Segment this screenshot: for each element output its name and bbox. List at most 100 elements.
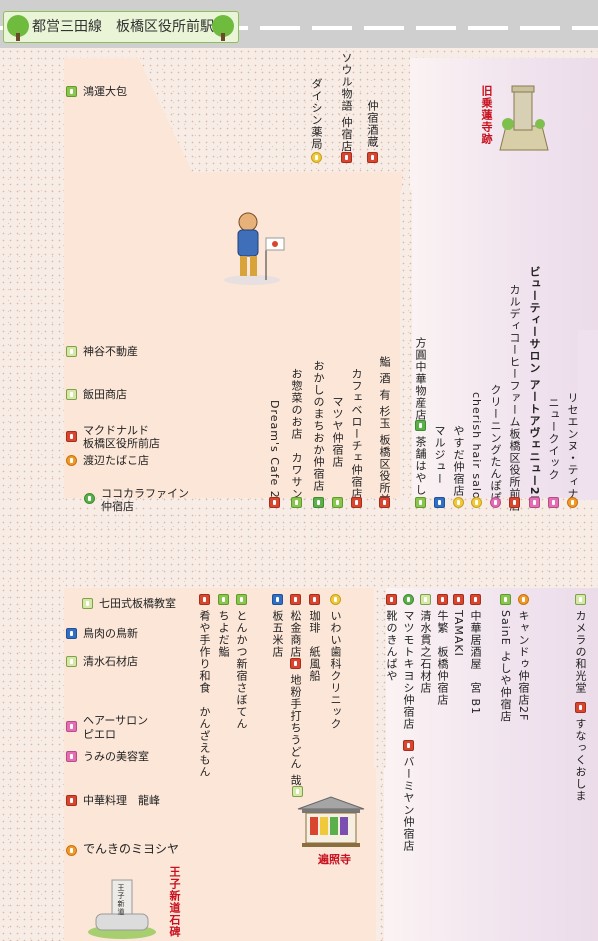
shop-snack[interactable]: すなっくおしま <box>574 718 587 802</box>
road-vertical-lower <box>374 588 386 768</box>
shop-icon-newquick <box>548 497 559 508</box>
shop-sushi[interactable]: 鮨 酒 有 杉玉 板橋区役所前 <box>378 356 391 506</box>
henshoji-label: 遍照寺 <box>318 853 351 866</box>
shop-icon-cocokara <box>84 493 95 504</box>
shop-icon-chiyoda <box>218 594 229 605</box>
shop-cocokara-line1[interactable]: ココカラファイン <box>101 487 189 500</box>
shop-kouun[interactable]: 鴻運大包 <box>83 85 127 98</box>
shop-okashi[interactable]: おかしのまちおか仲宿店 <box>312 360 325 492</box>
shop-icon-gyuhan <box>437 594 448 605</box>
shop-icon-cleaning <box>490 497 501 508</box>
oji-stone-label: 王子新道石碑 <box>168 866 181 938</box>
shop-icon-snack <box>575 702 586 713</box>
shop-icon-osozai <box>291 497 302 508</box>
shop-gyuhan[interactable]: 牛繁 板橋仲宿店 <box>436 610 449 706</box>
shop-tonkatsu[interactable]: とんかつ新宿さぼてん <box>235 610 248 730</box>
shop-bamiyan[interactable]: バーミヤン仲宿店 <box>402 756 415 852</box>
shop-daishin[interactable]: ダイシン薬局 <box>310 78 323 150</box>
shop-icon-shimizu-stone <box>66 656 77 667</box>
shop-itago[interactable]: 板五米店 <box>271 610 284 658</box>
shop-icon-camera <box>575 594 586 605</box>
shop-marujyu[interactable]: マルジュー <box>433 425 446 485</box>
shop-icon-chuka-izakaya <box>470 594 481 605</box>
shop-icon-iwai <box>330 594 341 605</box>
shop-icon-chaho <box>415 497 426 508</box>
station-label-box: 都営三田線 板橋区役所前駅 <box>3 11 239 43</box>
shop-icon-dreams <box>269 497 280 508</box>
shop-icon-matsuya <box>332 497 343 508</box>
shop-icon-torinoya <box>66 628 77 639</box>
shop-chaho[interactable]: 茶舗はやし <box>414 436 427 496</box>
shop-icon-matsumoto <box>403 594 414 605</box>
shop-umino[interactable]: うみの美容室 <box>83 750 149 763</box>
shop-icon-watanabe <box>66 455 77 466</box>
shop-icon-houen <box>415 420 426 431</box>
shop-icon-iida <box>66 389 77 400</box>
shop-icon-miyoshiya <box>66 845 77 856</box>
shop-beauty[interactable]: ビューティーサロン アートアヴェニュー2F <box>528 266 541 504</box>
shop-icon-tamaki <box>453 594 464 605</box>
shop-houen[interactable]: 方圓中華物産店 <box>414 337 427 421</box>
shop-icon-umino <box>66 751 77 762</box>
block-far-right-upper <box>578 330 598 500</box>
shop-torinoya[interactable]: 鳥肉の鳥新 <box>83 627 138 640</box>
shop-tamaki[interactable]: TAMAKI <box>452 610 465 657</box>
shop-icon-yasuda <box>453 497 464 508</box>
shop-iwai[interactable]: いわい歯科クリニック <box>329 610 342 730</box>
shop-candou[interactable]: キャンドゥ仲宿店2F <box>517 610 530 722</box>
shop-cleaning[interactable]: クリーニングたんぽぽ <box>489 384 502 504</box>
shop-watanabe[interactable]: 渡辺たばこ店 <box>83 454 149 467</box>
shop-icon-cafe-veloce <box>351 497 362 508</box>
shop-matsukin[interactable]: 松金商店 <box>289 610 302 658</box>
shop-icon-tonkatsu <box>236 594 247 605</box>
shop-icon-bamiyan <box>403 740 414 751</box>
shop-shimizu-stone[interactable]: 清水石材店 <box>83 655 138 668</box>
block-lower-right <box>384 588 598 941</box>
shop-camera[interactable]: カメラの和光堂 <box>574 610 587 694</box>
shop-risee[interactable]: リセエンヌ・ティナ <box>566 392 579 500</box>
shop-icon-marujyu <box>434 497 445 508</box>
shop-nakajuku-sake[interactable]: 仲宿酒蔵 <box>366 100 379 148</box>
shop-chiyoda[interactable]: ちよだ鮨 <box>217 610 230 658</box>
road-vertical-upper <box>400 190 412 500</box>
shop-mcd-line2[interactable]: 板橋区役所前店 <box>83 437 160 450</box>
shop-shichida[interactable]: 七田式板橋教室 <box>99 597 176 610</box>
shop-icon-nakajuku-sake <box>367 152 378 163</box>
shop-kohi[interactable]: 珈琲 紙風船 <box>308 610 321 682</box>
shop-shimizu-kan[interactable]: 清水貫之石材店 <box>419 610 432 694</box>
shop-saine[interactable]: SainE よしや仲宿店 <box>499 610 512 723</box>
shop-icon-kaldi <box>509 497 520 508</box>
shop-osozai[interactable]: お惣菜のお店 カワサン <box>290 368 303 500</box>
shop-kaldi[interactable]: カルディコーヒーファーム板橋区役所前店 <box>508 284 521 512</box>
station-name: 都営三田線 板橋区役所前駅 <box>32 19 214 35</box>
shop-icon-daishin <box>311 152 322 163</box>
shop-icon-sushi <box>379 497 390 508</box>
shop-matsuya[interactable]: マツヤ仲宿店 <box>331 396 344 468</box>
shop-mcd-line1[interactable]: マクドナルド <box>83 424 149 437</box>
shop-dreams[interactable]: Dream's Cafe 2F <box>268 400 281 507</box>
block-upper-right <box>410 58 598 498</box>
shop-chuka-ryuho[interactable]: 中華料理 龍峰 <box>83 794 160 807</box>
shop-matsumoto[interactable]: マツモトキヨシ仲宿店 <box>402 610 415 730</box>
shop-cocokara-line2[interactable]: 仲宿店 <box>101 500 134 513</box>
shop-icon-sakana <box>199 594 210 605</box>
shop-jiko[interactable]: 地粉手打ちうどん 哉 <box>289 674 302 787</box>
shop-hair-pierrot-line2[interactable]: ピエロ <box>83 728 116 741</box>
shop-cherish[interactable]: cherish hair salon <box>470 392 483 508</box>
shop-sakana-tezukuri[interactable]: 肴や手作り和食 かんざえもん <box>198 610 211 778</box>
shop-yasuda[interactable]: やすだ仲宿店 <box>452 425 465 497</box>
statue-illustration <box>224 212 285 285</box>
shop-cafe-veloce[interactable]: カフェベローチェ仲宿店 <box>350 368 363 500</box>
shop-miyoshiya[interactable]: でんきのミヨシヤ <box>83 842 180 856</box>
oji-stone-illustration <box>88 879 156 939</box>
shop-kutsu[interactable]: 靴のきんぱや <box>385 610 398 682</box>
former-temple-illustration <box>499 85 549 151</box>
shop-seoul[interactable]: ソウル物語 仲宿店 <box>340 52 353 153</box>
shop-icon-shimizu-kan <box>420 594 431 605</box>
shop-hair-pierrot-line1[interactable]: ヘアーサロン <box>83 714 149 727</box>
shop-kamiya[interactable]: 神谷不動産 <box>83 345 138 358</box>
shop-iida[interactable]: 飯田商店 <box>83 388 127 401</box>
shop-chuka-izakaya[interactable]: 中華居酒屋 宮 B1 <box>469 610 482 716</box>
shop-newquick[interactable]: ニュークイック <box>547 397 560 481</box>
shop-icon-itago <box>272 594 283 605</box>
